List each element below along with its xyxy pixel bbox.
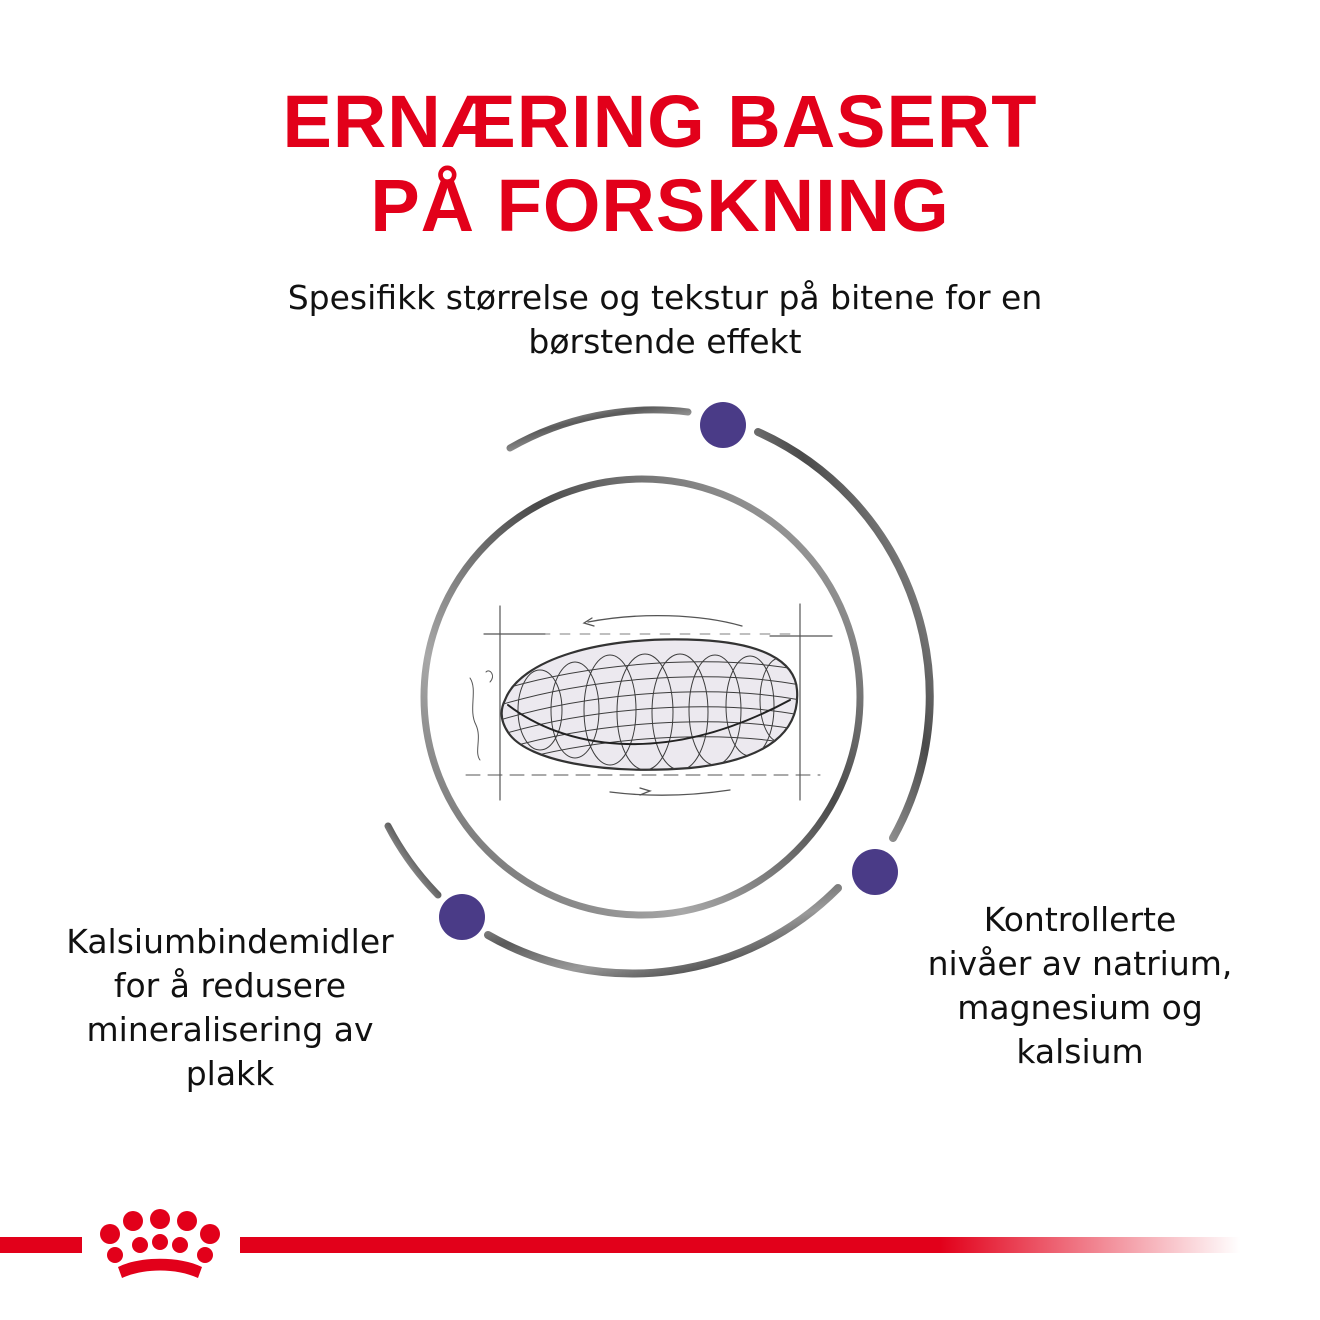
benefit-right-line-2: nivåer av natrium, — [927, 944, 1233, 983]
outer-arc-top — [506, 406, 692, 452]
benefit-right-line-3: magnesium og — [957, 988, 1203, 1027]
brand-rule-left — [0, 1237, 82, 1253]
benefit-left-line-1: Kalsiumbindemidler — [66, 922, 394, 961]
title-line-2: PÅ FORSKNING — [370, 163, 950, 247]
benefit-mineral-levels: Kontrollerte nivåer av natrium, magnesiu… — [880, 898, 1280, 1074]
benefit-left-line-3: mineralisering av — [86, 1010, 374, 1049]
benefit-right-line-4: kalsium — [1016, 1032, 1144, 1071]
benefit-left-line-2: for å redusere — [113, 966, 347, 1005]
outer-arc-bottom — [484, 884, 842, 978]
benefit-top-line-2: børstende effekt — [528, 322, 802, 361]
title-line-1: ERNÆRING BASERT — [282, 79, 1038, 163]
benefit-right-line-1: Kontrollerte — [983, 900, 1177, 939]
kibble-sketch-icon — [465, 603, 833, 801]
inner-ring — [420, 475, 864, 919]
outer-ring — [384, 406, 934, 978]
royal-canin-crown-icon — [100, 1209, 220, 1278]
outer-arc-right — [754, 428, 934, 842]
benefit-kibble-texture: Spesifikk størrelse og tekstur på bitene… — [260, 276, 1070, 364]
purple-dot-icon — [852, 849, 898, 895]
benefit-top-line-1: Spesifikk størrelse og tekstur på bitene… — [287, 278, 1043, 317]
purple-dot-icon — [439, 894, 485, 940]
benefit-calcium-binders: Kalsiumbindemidler for å redusere minera… — [30, 920, 430, 1096]
outer-arc-left — [384, 822, 442, 899]
brand-rule-right — [240, 1237, 1240, 1253]
benefit-left-line-4: plakk — [185, 1054, 275, 1093]
page-title: ERNÆRING BASERT PÅ FORSKNING — [0, 80, 1320, 248]
purple-dot-icon — [700, 402, 746, 448]
